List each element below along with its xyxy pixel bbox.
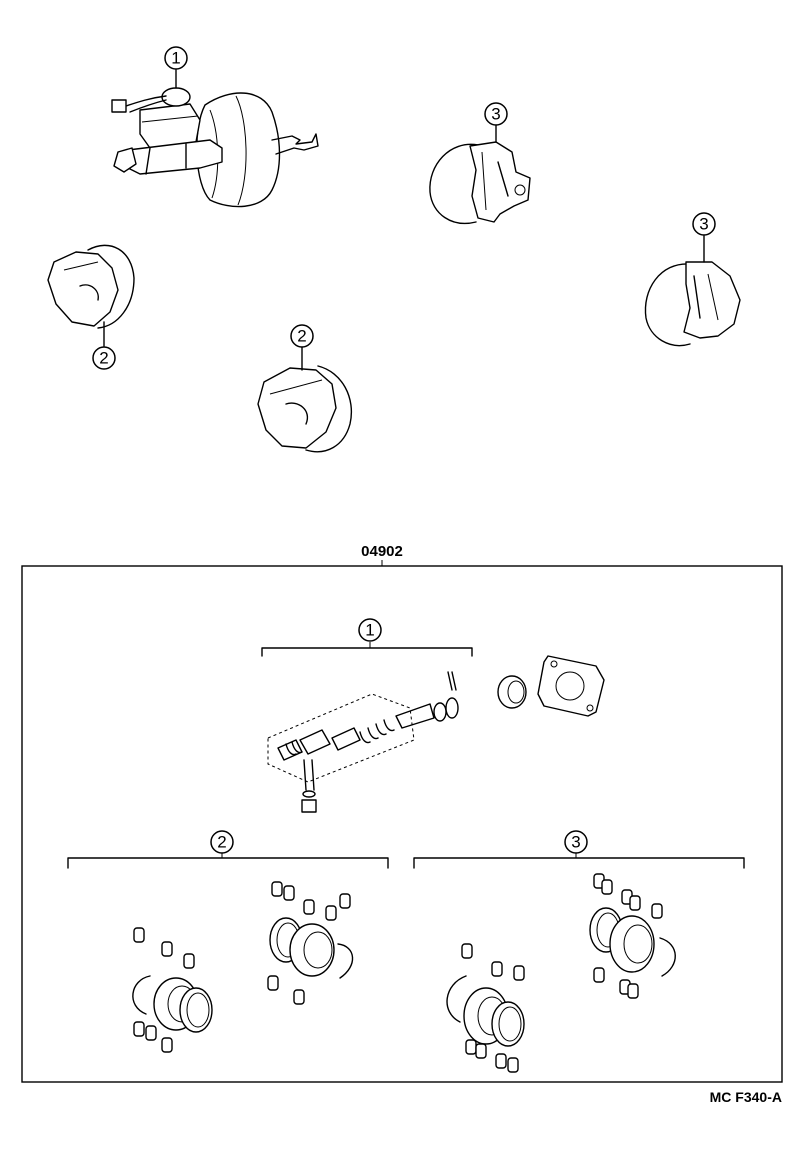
rear-caliper-upper (429, 111, 531, 224)
diagram-reference-code: MC F340-A (710, 1089, 782, 1105)
callout-front-caliper-left: 2 (92, 346, 116, 370)
kit-part-number: 04902 (361, 543, 403, 560)
svg-text:2: 2 (99, 349, 108, 368)
callout-rear-caliper-lower: 3 (692, 212, 716, 236)
svg-text:2: 2 (297, 327, 306, 346)
master-cylinder-assembly (111, 69, 319, 208)
front-caliper-kit-parts (132, 881, 354, 1053)
callout-front-caliper-center: 2 (290, 324, 314, 348)
svg-text:3: 3 (491, 105, 500, 124)
callout-rear-caliper-upper: 3 (484, 102, 508, 126)
bracket-master-cylinder-kit: 1 (261, 618, 473, 657)
rear-caliper-kit-parts (446, 873, 676, 1073)
svg-text:1: 1 (171, 49, 180, 68)
front-caliper-left (47, 244, 135, 347)
bracket-rear-caliper-kit: 3 (413, 830, 745, 869)
master-cylinder-kit-parts (267, 655, 605, 813)
rear-caliper-lower (644, 235, 741, 347)
bracket-front-caliper-kit: 2 (67, 830, 389, 869)
front-caliper-center (257, 345, 352, 453)
svg-text:3: 3 (699, 215, 708, 234)
svg-text:2: 2 (217, 833, 226, 852)
callout-master-cylinder: 1 (164, 46, 188, 70)
kit-box (21, 565, 783, 1083)
svg-text:3: 3 (571, 833, 580, 852)
svg-text:1: 1 (365, 621, 374, 640)
